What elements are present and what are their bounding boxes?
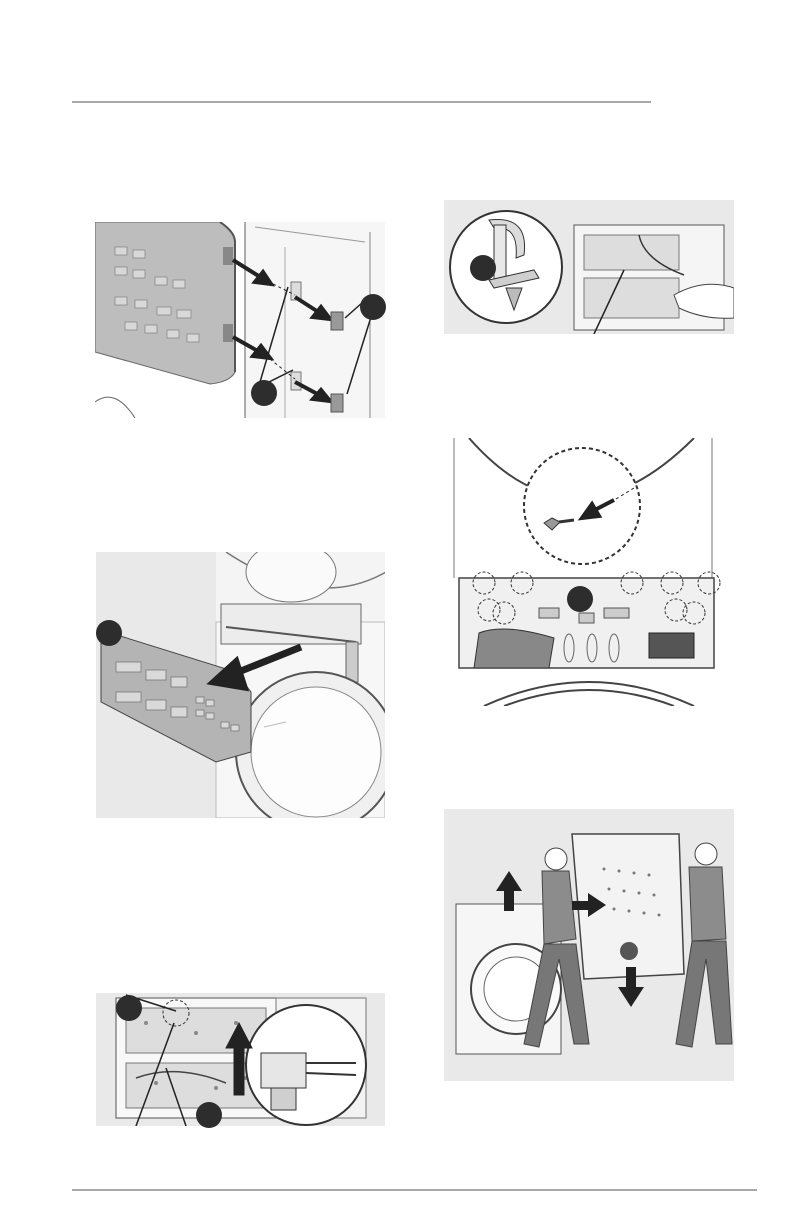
callout-marker: [196, 1102, 222, 1128]
callout-marker: [567, 586, 593, 612]
figure-pull-control-panel: [96, 552, 385, 818]
callout-marker: [96, 620, 122, 646]
callout-marker: [251, 380, 277, 406]
footer-rule: [72, 1189, 757, 1191]
callout-marker: [116, 995, 142, 1021]
callout-marker: [470, 255, 496, 281]
callout-marker: [360, 294, 386, 320]
header-rule: [72, 101, 651, 103]
figure-rear-panel-screws: [444, 438, 734, 706]
figure-lift-dryer: [444, 809, 734, 1081]
figure-remove-panel-screws: [95, 222, 385, 418]
